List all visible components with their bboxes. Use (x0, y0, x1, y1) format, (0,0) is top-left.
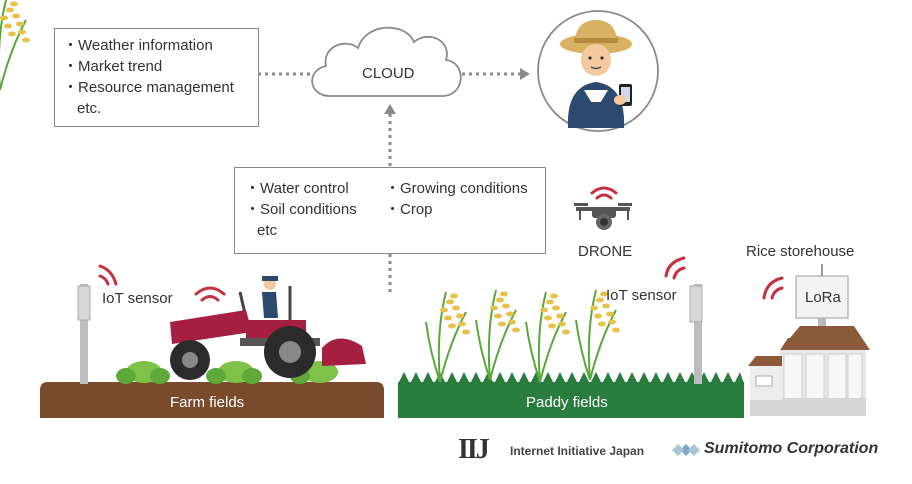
iij-logo-mark: IIJ (458, 434, 490, 465)
tractor-illustration (170, 276, 366, 380)
list-item: Resource management (63, 77, 250, 98)
drone-illustration (574, 186, 632, 230)
arrow-fields-to-cloud (384, 104, 396, 292)
field-info-etc: etc (257, 222, 278, 239)
storehouse-title: Rice storehouse (746, 243, 855, 260)
cloud-info-box: Weather information Market trend Resourc… (54, 28, 259, 127)
paddy-field-label: Paddy fields (526, 394, 608, 411)
storehouse-illustration (748, 264, 870, 416)
farm-sensor-pole (77, 264, 118, 384)
drone-label: DRONE (578, 243, 633, 260)
cloud-shape (311, 26, 462, 97)
paddy-field-ground (398, 382, 744, 418)
farm-sensor-label: IoT sensor (102, 290, 173, 307)
sumitomo-logo-text: Sumitomo Corporation (704, 440, 879, 457)
field-info-box: Water control Soil conditions etc Growin… (234, 167, 546, 254)
farmer-illustration (537, 10, 659, 132)
sumitomo-mark (672, 444, 700, 456)
list-item: Market trend (63, 56, 250, 77)
cloud-info-etc: etc. (77, 100, 102, 117)
farm-field-ground (40, 382, 384, 418)
paddy-sensor-label: IoT sensor (606, 287, 677, 304)
rice-plants (0, 0, 621, 383)
iij-logo-text: Internet Initiative Japan (510, 444, 645, 458)
list-item: Water control (245, 178, 385, 199)
cloud-info-list: Weather information Market trend Resourc… (63, 35, 250, 98)
lora-label: LoRa (805, 289, 841, 306)
list-item: Growing conditions (385, 178, 528, 199)
list-item: Crop (385, 199, 528, 220)
paddy-sensor-pole (664, 256, 703, 384)
list-item: Soil conditions (245, 199, 385, 220)
cloud-label: CLOUD (362, 65, 415, 82)
list-item: Weather information (63, 35, 250, 56)
farm-field-label: Farm fields (170, 394, 245, 411)
